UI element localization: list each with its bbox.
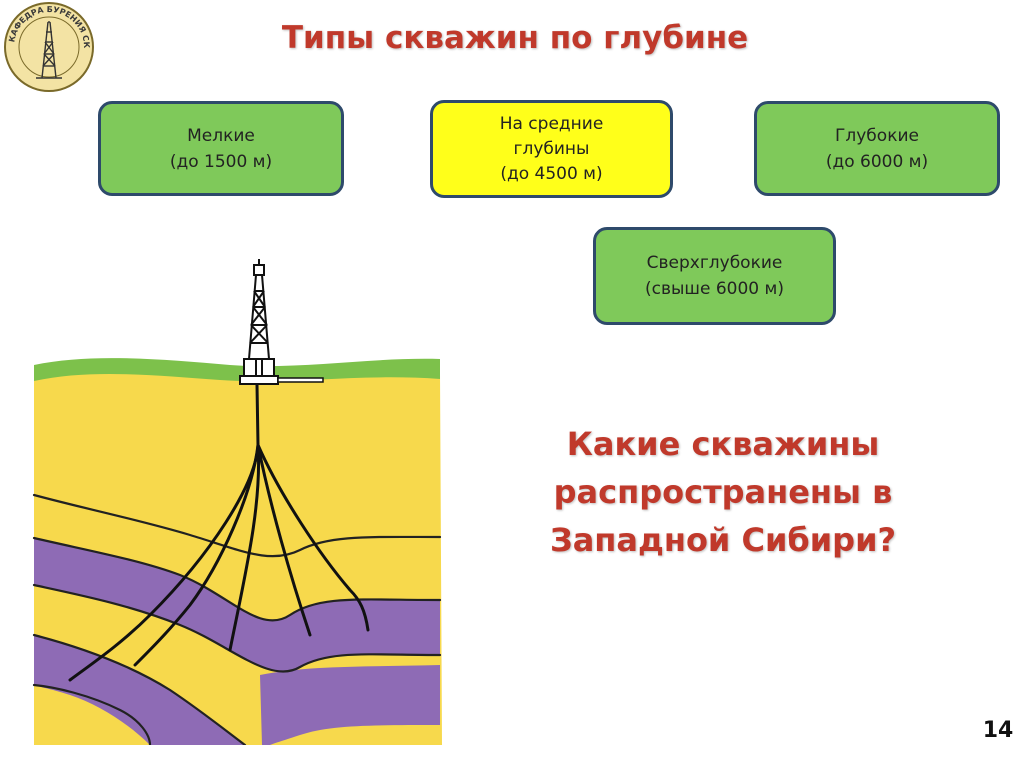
deep-wells-label: Глубокие [835,125,919,146]
page-title: Типы скважин по глубине [281,20,749,56]
question-line-1: Какие скважины [566,425,880,463]
ultradeep-wells-box: Сверхглубокие (свыше 6000 м) [593,227,836,325]
question-line-2: распространены в [553,473,893,511]
question-line-3: Западной Сибири? [549,521,897,559]
discussion-question: Какие скважины распространены в Западной… [528,420,918,564]
ultradeep-wells-depth: (свыше 6000 м) [645,279,784,299]
ultradeep-wells-label: Сверхглубокие [646,253,783,273]
department-logo: КАФЕДРА БУРЕНИЯ СКВАЖИН [2,0,94,92]
rig-platform [239,375,279,385]
page-number: 14 [982,718,1014,743]
strata-layer-bottom [260,665,440,745]
medium-wells-label-2: глубины [513,138,590,159]
strata-layer-lower [34,635,245,745]
medium-wells-depth: (до 4500 м) [500,163,603,184]
deep-wells-box: Глубокие (до 6000 м) [754,101,1000,196]
strata-outlines [32,493,442,745]
drilling-rig-icon [243,259,275,377]
grass-layer [34,358,440,382]
deep-wells-depth: (до 6000 м) [825,151,929,172]
directional-drilling-illustration [32,259,442,745]
shallow-wells-box: Мелкие (до 1500 м) [98,101,344,196]
medium-wells-box: На средние глубины (до 4500 м) [430,100,673,198]
medium-wells-label-1: На средние [499,113,604,134]
rig-pipe [277,377,324,383]
strata-layer-upper [34,538,440,672]
shallow-wells-depth: (до 1500 м) [169,151,273,172]
well-bores [68,383,370,682]
shallow-wells-label: Мелкие [187,125,255,146]
logo-derrick-icon [36,21,62,79]
